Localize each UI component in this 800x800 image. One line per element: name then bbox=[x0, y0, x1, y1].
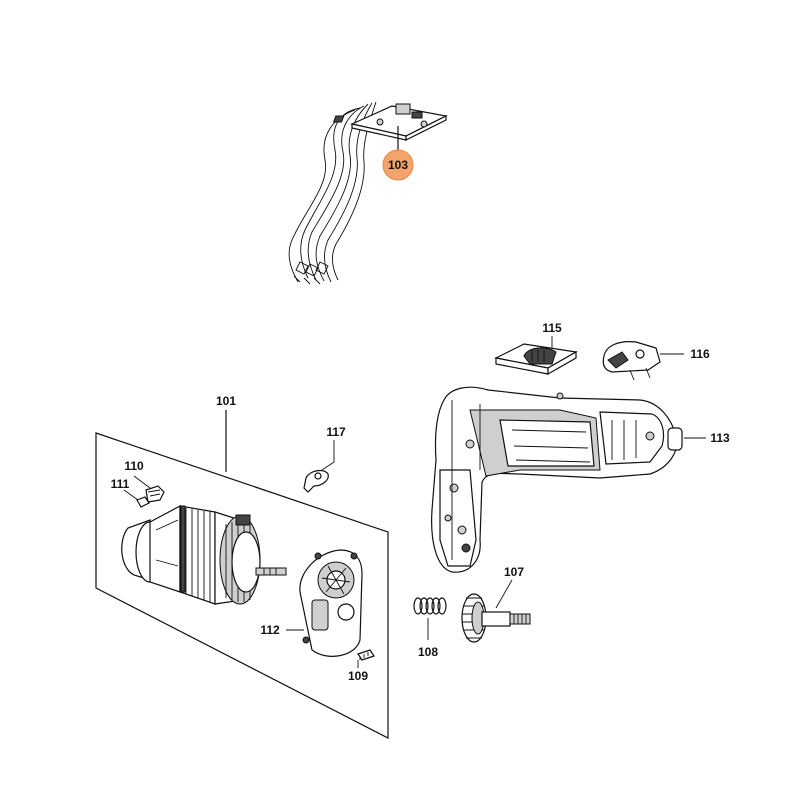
callout-110: 110 bbox=[124, 459, 144, 473]
callout-115: 115 bbox=[542, 321, 562, 335]
part-112-gear-housing[interactable]: 112 bbox=[260, 549, 363, 657]
callout-113: 113 bbox=[710, 431, 730, 445]
part-107-gear-shaft[interactable]: 107 bbox=[461, 565, 531, 643]
part-111-carbon-brush[interactable]: 111 bbox=[111, 477, 150, 508]
callout-107: 107 bbox=[504, 565, 524, 579]
part-109-screw[interactable]: 109 bbox=[348, 649, 375, 683]
part-115-switch-slider[interactable]: 115 bbox=[494, 321, 578, 376]
callout-116: 116 bbox=[690, 347, 710, 361]
assembly-outline-box bbox=[95, 432, 389, 739]
callout-101: 101 bbox=[216, 394, 236, 408]
part-103-switch-board[interactable]: 103 bbox=[288, 101, 448, 285]
callout-103: 103 bbox=[388, 158, 408, 172]
part-101-motor-assembly[interactable]: 101 bbox=[95, 394, 389, 739]
circuit-board bbox=[332, 103, 448, 141]
part-110-brush-spring[interactable]: 110 bbox=[124, 459, 165, 503]
part-113-housing-half[interactable]: 113 bbox=[431, 386, 730, 573]
callout-112: 112 bbox=[260, 623, 280, 637]
part-117-spring-clip[interactable]: 117 bbox=[303, 425, 346, 493]
callout-117: 117 bbox=[326, 425, 346, 439]
callout-108: 108 bbox=[418, 645, 438, 659]
part-103-highlight-badge bbox=[382, 149, 414, 181]
part-108-spring[interactable]: 108 bbox=[413, 597, 447, 659]
motor-armature bbox=[121, 505, 287, 605]
callout-109: 109 bbox=[348, 669, 368, 683]
callout-111: 111 bbox=[111, 477, 130, 491]
part-116-trigger-button[interactable]: 116 bbox=[602, 341, 710, 381]
